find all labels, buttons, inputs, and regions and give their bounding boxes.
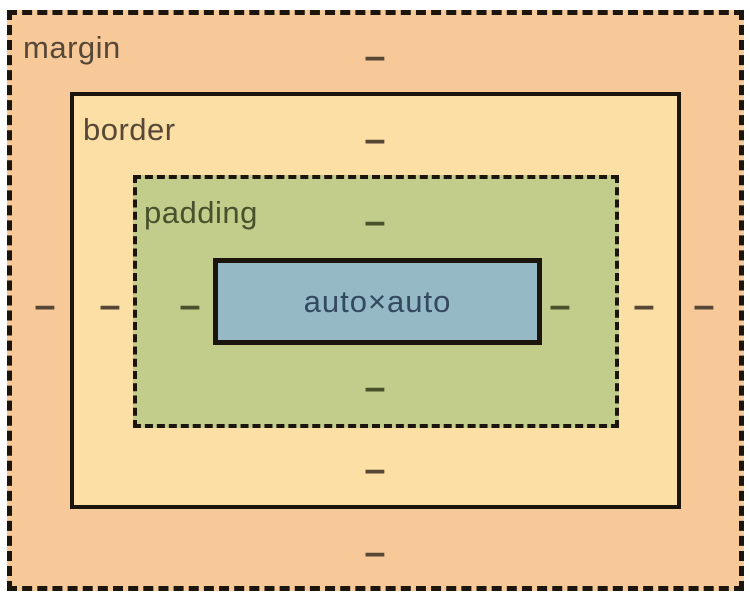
border-bottom-value[interactable]: – [364, 449, 386, 491]
padding-label: padding [144, 195, 258, 230]
margin-label: margin [23, 30, 121, 65]
content-box[interactable]: auto×auto [213, 258, 542, 345]
margin-top-value[interactable]: – [364, 36, 386, 78]
border-label: border [83, 112, 176, 147]
padding-right-value[interactable]: – [549, 285, 571, 327]
padding-left-value[interactable]: – [179, 285, 201, 327]
margin-left-value[interactable]: – [34, 285, 56, 327]
border-top-value[interactable]: – [364, 119, 386, 161]
border-left-value[interactable]: – [99, 285, 121, 327]
margin-right-value[interactable]: – [693, 285, 715, 327]
padding-top-value[interactable]: – [364, 201, 386, 243]
padding-bottom-value[interactable]: – [364, 367, 386, 409]
content-size-value[interactable]: auto×auto [303, 284, 452, 319]
margin-bottom-value[interactable]: – [364, 532, 386, 574]
border-right-value[interactable]: – [633, 285, 655, 327]
